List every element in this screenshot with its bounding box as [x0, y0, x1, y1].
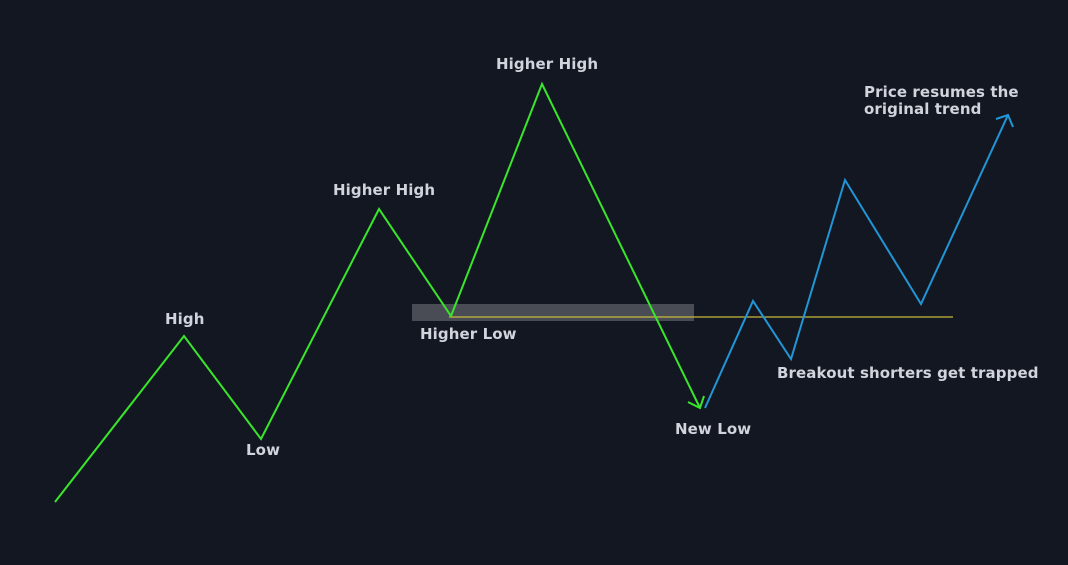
label-higher-high-2: Higher High [496, 55, 599, 73]
label-new-low: New Low [675, 420, 752, 438]
uptrend-path [54, 81, 701, 503]
label-higher-high-1: Higher High [333, 181, 436, 199]
continuation-path [704, 114, 1009, 409]
label-higher-low: Higher Low [420, 325, 517, 343]
label-resumes-line2: original trend [864, 100, 982, 118]
arrow-down-icon [687, 395, 705, 410]
label-resumes-line1: Price resumes the [864, 83, 1019, 101]
label-trapped: Breakout shorters get trapped [777, 364, 1039, 382]
arrow-up-icon [995, 113, 1014, 128]
label-low: Low [246, 441, 281, 459]
label-high: High [165, 310, 205, 328]
